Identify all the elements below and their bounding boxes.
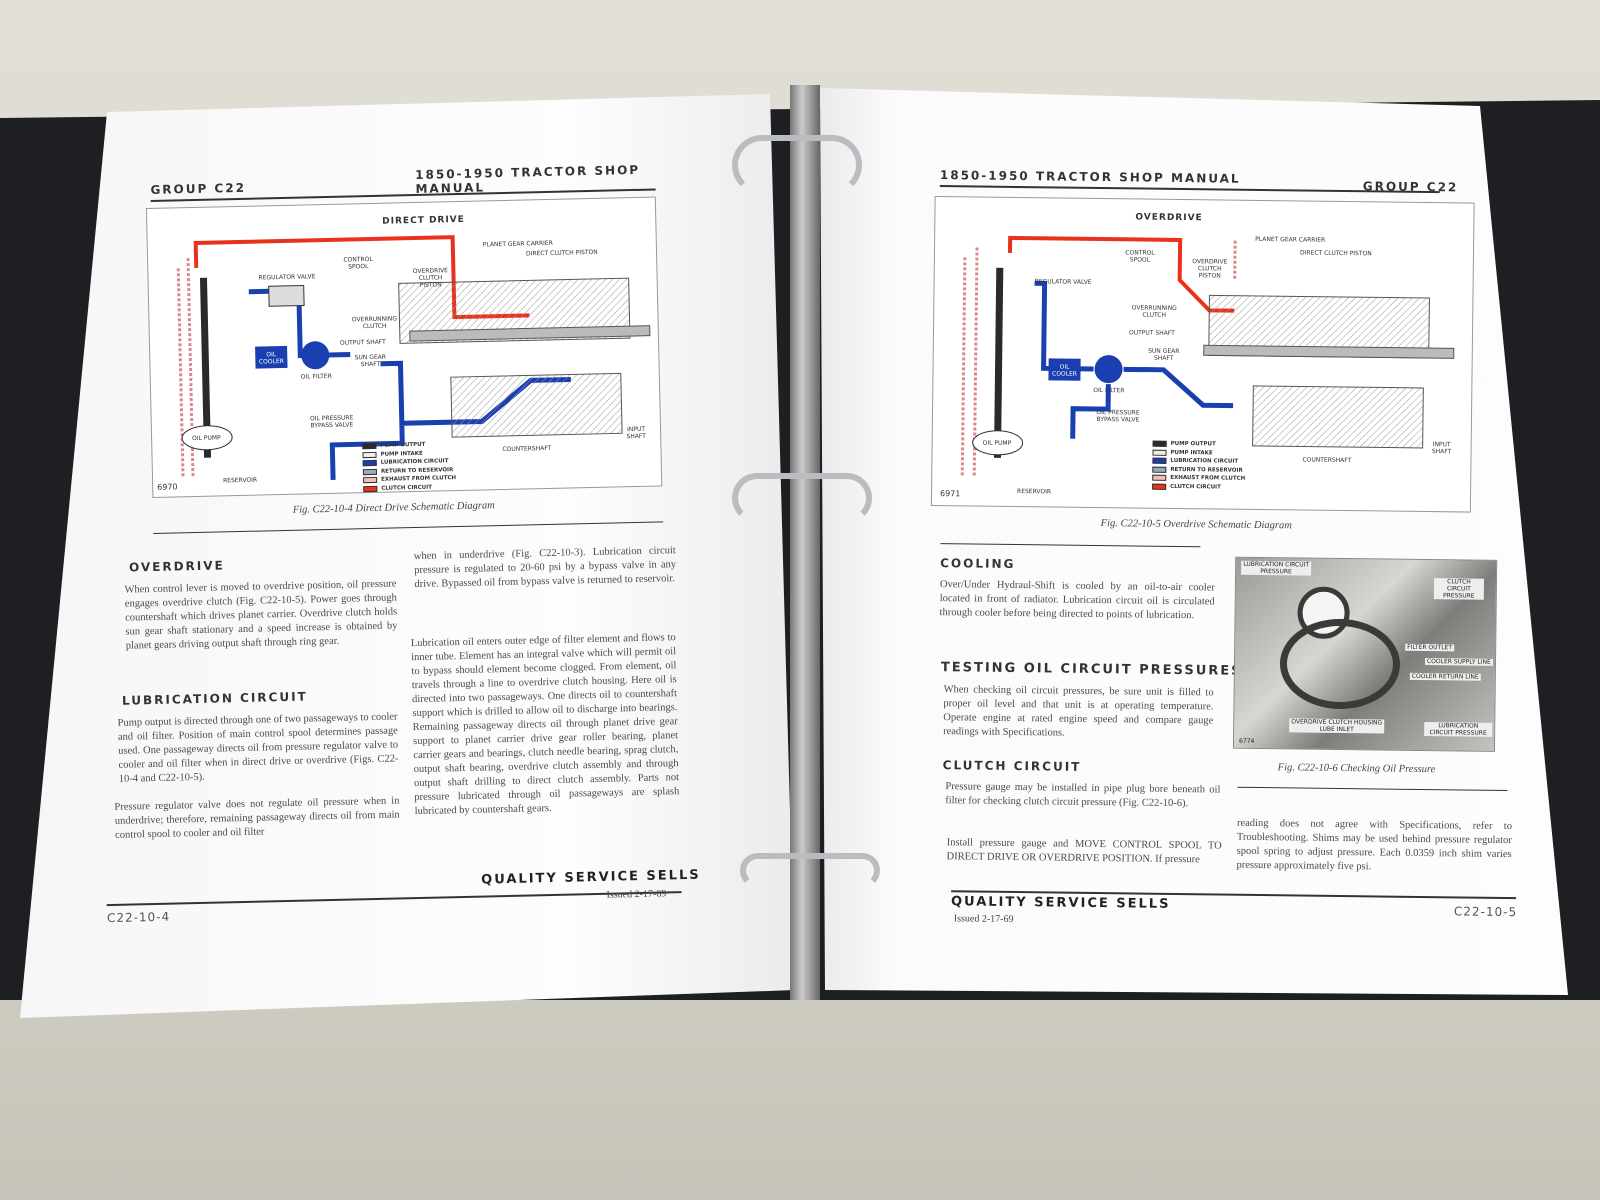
oil-pressure-photo: LUBRICATION CIRCUIT PRESSURE CLUTCH CIRC… bbox=[1232, 556, 1498, 752]
label-oil-cooler: OIL COOLER bbox=[1051, 363, 1078, 378]
label-oil-cooler: OIL COOLER bbox=[258, 351, 284, 366]
photo-label: CLUTCH CIRCUIT PRESSURE bbox=[1433, 578, 1485, 600]
label-countershaft: COUNTERSHAFT bbox=[502, 444, 552, 454]
heading-lubrication-circuit: LUBRICATION CIRCUIT bbox=[121, 689, 308, 708]
footer-slogan: QUALITY SERVICE SELLS bbox=[950, 894, 1171, 912]
label-regulator-valve: REGULATOR VALVE bbox=[1034, 278, 1092, 286]
label-output-shaft: OUTPUT SHAFT bbox=[339, 338, 386, 347]
photo-label: OVERDRIVE CLUTCH HOUSING LUBE INLET bbox=[1289, 718, 1385, 734]
diagram-legend: PUMP OUTPUT PUMP INTAKE LUBRICATION CIRC… bbox=[1152, 440, 1246, 492]
oil-pump-shape bbox=[181, 425, 233, 451]
label-sun-gear-shaft: SUN GEAR SHAFT bbox=[1148, 347, 1180, 362]
heading-clutch-circuit: CLUTCH CIRCUIT bbox=[942, 758, 1082, 774]
left-page-content: GROUP C22 1850-1950 TRACTOR SHOP MANUAL … bbox=[60, 155, 718, 949]
photo-caption: Fig. C22-10-6 Checking Oil Pressure bbox=[1277, 762, 1436, 776]
label-od-clutch-piston: OVERDRIVE CLUTCH PISTON bbox=[412, 267, 449, 289]
binder-spine bbox=[790, 85, 820, 1000]
diagram-legend: PUMP OUTPUT PUMP INTAKE LUBRICATION CIRC… bbox=[362, 440, 456, 493]
countershaft-housing bbox=[1252, 385, 1424, 449]
label-oil-pump: OIL PUMP bbox=[982, 439, 1012, 447]
label-reservoir: RESERVOIR bbox=[223, 476, 258, 485]
label-od-clutch-piston: OVERDRIVE CLUTCH PISTON bbox=[1192, 258, 1228, 280]
paragraph-cooling: Over/Under Hydraul-Shift is cooled by an… bbox=[939, 579, 1215, 622]
binder-ring-middle bbox=[732, 473, 872, 523]
steering-wheel bbox=[1279, 618, 1401, 710]
overdrive-diagram: OVERDRIVE CONTROL SPOOL REGULATOR VALVE … bbox=[930, 195, 1475, 513]
section-rule bbox=[1237, 786, 1508, 792]
oil-filter-circle bbox=[1094, 355, 1123, 384]
paragraph-install: Install pressure gauge and MOVE CONTROL … bbox=[946, 837, 1222, 866]
oil-pump-shape bbox=[972, 430, 1024, 456]
manual-title: 1850-1950 TRACTOR SHOP MANUAL bbox=[939, 168, 1241, 186]
paragraph-regulator: Pressure regulator valve does not regula… bbox=[114, 795, 400, 841]
paragraph-overdrive: When control lever is moved to overdrive… bbox=[124, 578, 398, 652]
label-bypass-valve: OIL PRESSURE BYPASS VALVE bbox=[309, 414, 354, 430]
diagram-title: OVERDRIVE bbox=[1135, 212, 1203, 224]
label-input-shaft: INPUT SHAFT bbox=[626, 425, 646, 441]
label-control-spool: CONTROL SPOOL bbox=[343, 255, 373, 271]
label-sun-gear-shaft: SUN GEAR SHAFT bbox=[354, 353, 387, 369]
section-rule bbox=[153, 521, 664, 534]
label-control-spool: CONTROL SPOOL bbox=[1125, 249, 1155, 264]
label-output-shaft: OUTPUT SHAFT bbox=[1128, 329, 1175, 337]
right-page-content: 1850-1950 TRACTOR SHOP MANUAL GROUP C22 … bbox=[926, 168, 1535, 935]
photo-label: COOLER RETURN LINE bbox=[1409, 672, 1481, 681]
issue-date: Issued 2-17-69 bbox=[606, 888, 667, 901]
figure-number: 6971 bbox=[939, 489, 961, 499]
photo-label: LUBRICATION CIRCUIT PRESSURE bbox=[1241, 560, 1312, 576]
heading-testing: TESTING OIL CIRCUIT PRESSURES bbox=[940, 660, 1243, 679]
output-shaft-shape bbox=[1203, 344, 1455, 359]
footer-slogan: QUALITY SERVICE SELLS bbox=[481, 867, 701, 888]
paragraph-lubrication: Pump output is directed through one of t… bbox=[117, 711, 399, 785]
label-oil-filter: OIL FILTER bbox=[300, 372, 332, 381]
label-input-shaft: INPUT SHAFT bbox=[1431, 441, 1452, 456]
label-regulator-valve: REGULATOR VALVE bbox=[258, 273, 316, 282]
regulator-valve-shape bbox=[268, 284, 305, 307]
paragraph-col2: reading does not agree with Specificatio… bbox=[1236, 817, 1513, 873]
heading-cooling: COOLING bbox=[940, 556, 1016, 572]
heading-overdrive: OVERDRIVE bbox=[128, 558, 225, 575]
label-reservoir: RESERVOIR bbox=[1017, 488, 1052, 496]
group-label: GROUP C22 bbox=[150, 180, 247, 197]
label-oil-filter: OIL FILTER bbox=[1093, 386, 1125, 395]
photo-label: LUBRICATION CIRCUIT PRESSURE bbox=[1424, 722, 1493, 737]
oil-cooler-box bbox=[255, 345, 288, 369]
legend-item: CLUTCH CIRCUIT bbox=[1152, 482, 1245, 492]
figure-number: 6970 bbox=[157, 482, 178, 492]
label-overrunning-clutch: OVERRUNNING CLUTCH bbox=[351, 315, 398, 331]
binder-ring-bottom bbox=[740, 853, 880, 888]
photo-label: FILTER OUTLET bbox=[1405, 643, 1455, 652]
footer-rule bbox=[106, 891, 682, 907]
page-number: C22-10-5 bbox=[1453, 904, 1518, 920]
figure-caption: Fig. C22-10-5 Overdrive Schematic Diagra… bbox=[1100, 518, 1292, 532]
schematic-drawing bbox=[960, 235, 1455, 478]
label-bypass-valve: OIL PRESSURE BYPASS VALVE bbox=[1096, 408, 1140, 424]
label-oil-pump: OIL PUMP bbox=[192, 434, 221, 443]
label-countershaft: COUNTERSHAFT bbox=[1302, 456, 1352, 465]
label-planet-gear-carrier: PLANET GEAR CARRIER bbox=[1255, 235, 1326, 244]
photo-label: COOLER SUPPLY LINE bbox=[1424, 658, 1493, 666]
direct-drive-diagram: DIRECT DRIVE CONTROL SPOOL REGULATOR VAL… bbox=[145, 196, 663, 498]
page-number: C22-10-4 bbox=[106, 909, 171, 926]
pump-output-line bbox=[993, 267, 1004, 458]
label-direct-clutch-piston: DIRECT CLUTCH PISTON bbox=[1299, 249, 1372, 258]
photo-number: 6774 bbox=[1238, 737, 1255, 745]
countershaft-housing bbox=[450, 372, 623, 438]
output-shaft-shape bbox=[409, 325, 651, 342]
binder-ring-top bbox=[732, 135, 862, 195]
diagram-title: DIRECT DRIVE bbox=[382, 214, 465, 227]
paragraph-testing: When checking oil circuit pressures, be … bbox=[943, 684, 1214, 739]
schematic-drawing bbox=[176, 235, 651, 480]
paragraph-col2-b: Lubrication oil enters outer edge of fil… bbox=[410, 632, 680, 818]
section-rule bbox=[940, 543, 1201, 548]
paragraph-col2-a: when in underdrive (Fig. C22-10-3). Lubr… bbox=[413, 545, 677, 591]
oil-cooler-box bbox=[1048, 358, 1081, 381]
oil-filter-circle bbox=[301, 341, 330, 370]
label-overrunning-clutch: OVERRUNNING CLUTCH bbox=[1131, 304, 1177, 319]
figure-caption: Fig. C22-10-4 Direct Drive Schematic Dia… bbox=[292, 500, 495, 516]
issue-date: Issued 2-17-69 bbox=[953, 913, 1014, 926]
paragraph-clutch: Pressure gauge may be installed in pipe … bbox=[945, 781, 1221, 810]
